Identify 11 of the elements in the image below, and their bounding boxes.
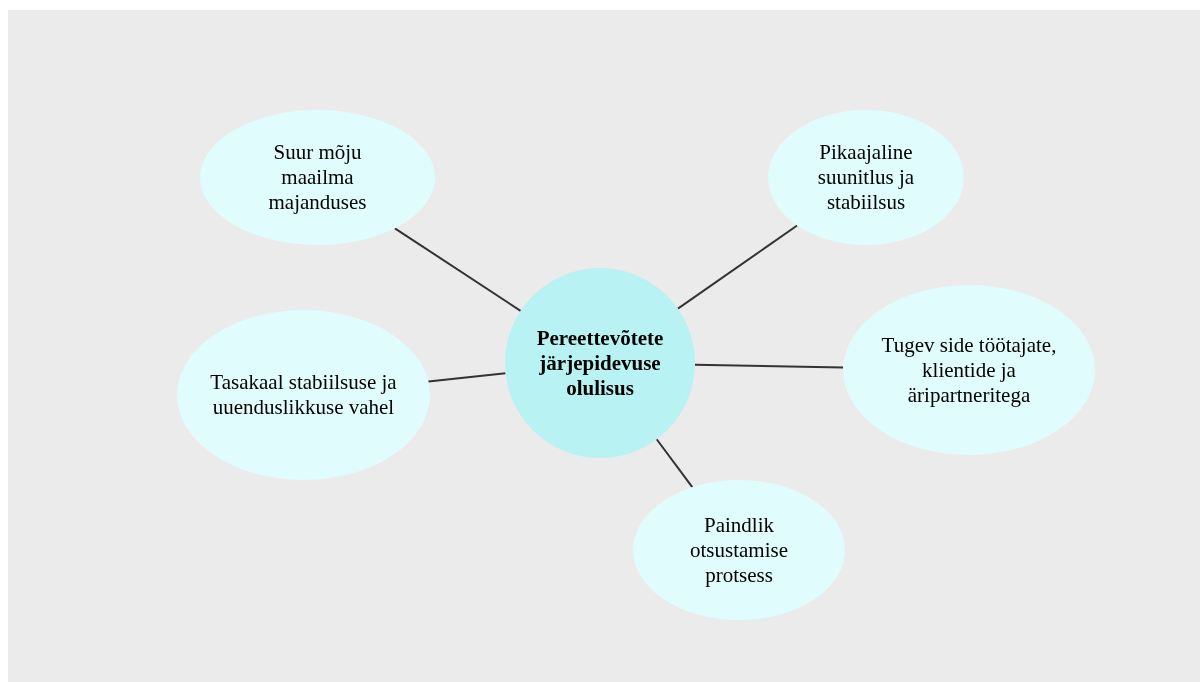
connector-line bbox=[393, 227, 522, 312]
connector-line bbox=[694, 363, 845, 369]
connector-line bbox=[676, 224, 799, 310]
topic-text: Paindlik otsustamise protsess bbox=[689, 512, 789, 588]
connector-line bbox=[427, 372, 507, 383]
topic-text: Tasakaal stabiilsuse ja uuenduslikkuse vahel bbox=[209, 370, 398, 420]
topic-text: Tugev side töötajate, klientide ja äripartneritega bbox=[880, 332, 1058, 408]
topic-text: Suur mõju maailma majanduses bbox=[267, 140, 368, 215]
central-title: Pereettevõtete järjepidevuse olulisus bbox=[535, 325, 665, 401]
connector-line bbox=[655, 438, 694, 489]
topic-text: Pikaajaline suunitlus ja stabiilsus bbox=[816, 140, 916, 215]
